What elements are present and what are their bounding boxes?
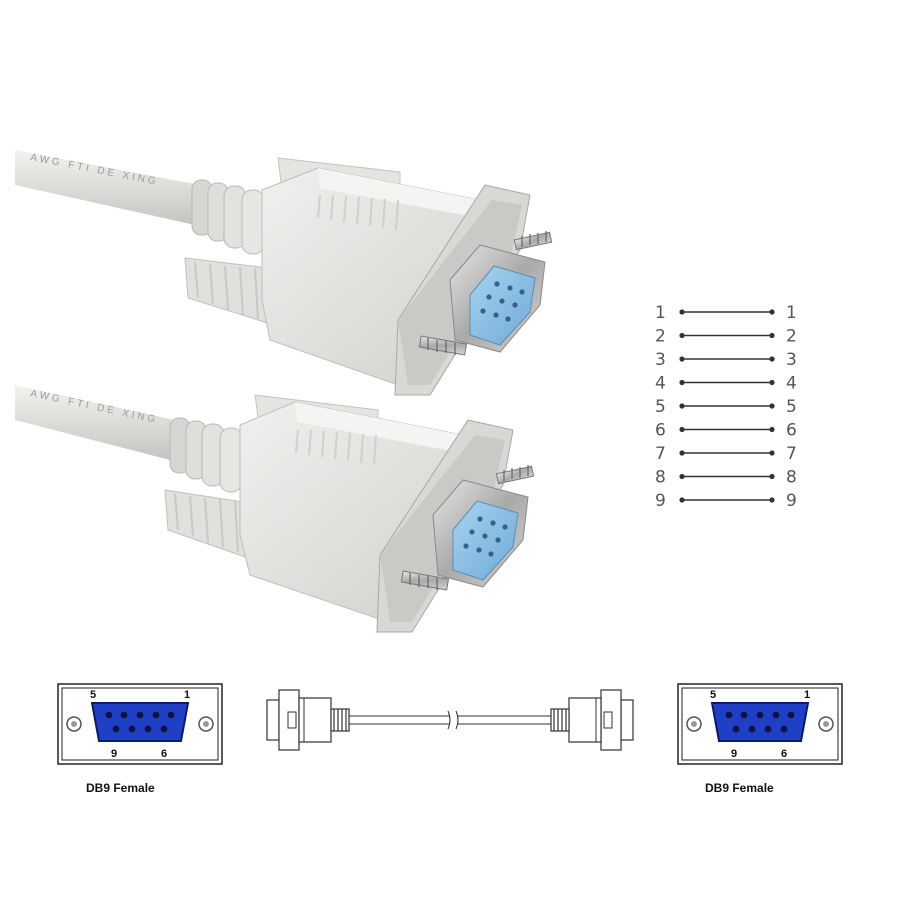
cable	[15, 150, 200, 225]
pin-number-right: 8	[786, 468, 797, 488]
mount-hole	[818, 716, 834, 732]
thumb-screw	[400, 570, 450, 591]
pin-number-right: 2	[786, 327, 797, 347]
pin-number-left: 7	[655, 444, 666, 464]
pin-number-left: 6	[655, 421, 666, 441]
pin-label-9: 9	[731, 748, 737, 760]
pin-face	[710, 702, 810, 742]
pin-number-left: 8	[655, 468, 666, 488]
connector-label-left: DB9 Female	[86, 781, 155, 795]
pin-number-left: 2	[655, 327, 666, 347]
pin-dot	[769, 403, 775, 409]
pin-label-6: 6	[161, 748, 167, 760]
pin-socket	[452, 500, 519, 581]
pin-dot	[769, 309, 775, 315]
pin-dot	[769, 426, 775, 433]
pin-number-right: 7	[786, 444, 797, 464]
pin-label-1: 1	[804, 689, 810, 701]
pin-dot	[769, 332, 775, 339]
pin-number-left: 5	[655, 397, 666, 417]
strain-relief	[191, 179, 265, 255]
pin-socket	[469, 265, 536, 346]
thumb-screw	[418, 335, 468, 356]
pin-face	[90, 702, 190, 742]
pin-number-right: 1	[786, 303, 797, 323]
connector-photo-bottom: AWG FTI DE XING	[15, 385, 535, 633]
pin-number-right: 3	[786, 350, 797, 370]
pin-label-1: 1	[184, 689, 190, 701]
pin-dot	[769, 450, 775, 456]
mount-hole	[198, 716, 214, 732]
connector-photo-top: AWG FTI DE XING	[15, 150, 553, 396]
db9-face-right: 5 1 9 6	[677, 683, 843, 765]
cable-line	[349, 710, 551, 730]
pin-number-left: 4	[655, 374, 666, 394]
mount-hole	[66, 716, 82, 732]
connector-label-right: DB9 Female	[705, 781, 774, 795]
pin-label-9: 9	[111, 748, 117, 760]
hood-grip-lines	[295, 429, 377, 466]
pin-label-6: 6	[781, 748, 787, 760]
cable-schematic	[266, 689, 634, 751]
pin-dot	[769, 497, 775, 503]
pin-number-right: 9	[786, 491, 797, 511]
pin-label-5: 5	[90, 689, 96, 701]
cable-photo: AWG FTI DE XING	[15, 150, 553, 633]
pin-dot	[769, 379, 775, 386]
thumb-screw	[513, 231, 553, 251]
db9-face-left: 5 1 9 6	[57, 683, 223, 765]
pin-number-right: 4	[786, 374, 797, 394]
cable	[15, 385, 175, 460]
pin-number-left: 1	[655, 303, 666, 323]
hood-grip-lines	[317, 194, 399, 231]
pin-number-right: 6	[786, 421, 797, 441]
pin-number-left: 3	[655, 350, 666, 370]
thumb-screw	[495, 465, 535, 485]
pin-number-left: 9	[655, 491, 666, 511]
mount-hole	[686, 716, 702, 732]
pin-dot	[769, 356, 775, 362]
strain-relief	[169, 417, 243, 493]
pin-label-5: 5	[710, 689, 716, 701]
pin-number-right: 5	[786, 397, 797, 417]
pin-dot	[769, 473, 775, 480]
